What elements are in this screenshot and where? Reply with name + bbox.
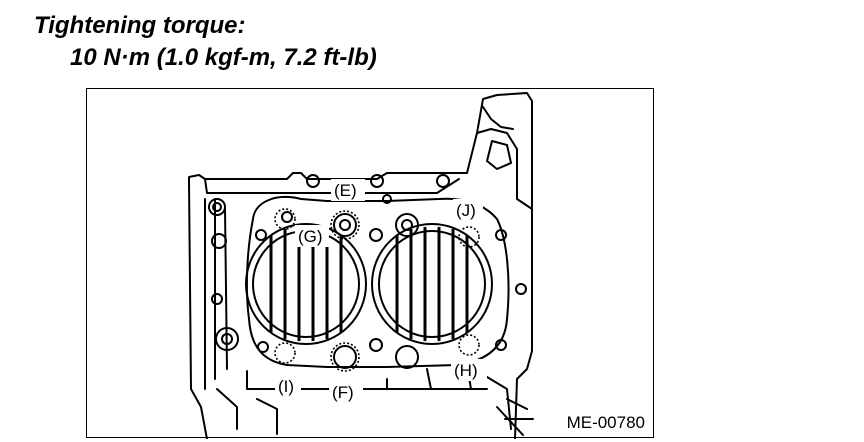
lower-left-detail: [216, 388, 278, 435]
bore-left-hatching: [269, 227, 343, 341]
oil-hole-4: [257, 341, 269, 353]
upper-housing: [476, 128, 533, 210]
bolt-h-marker: [458, 334, 480, 356]
bore-right-hatching: [395, 227, 469, 341]
cylinder-bore-left: [245, 223, 367, 345]
head-bolt-1: [333, 213, 357, 237]
torque-value: 10 N·m (1.0 kgf-m, 7.2 ft-lb): [70, 44, 377, 71]
left-bolt-upper-inner: [212, 202, 222, 212]
bolt-j-marker: [458, 226, 480, 248]
cylinder-block-drawing: (E) (G) (J) (H) (F) (I): [188, 92, 534, 439]
upper-housing-detail: [486, 140, 512, 170]
label-e-bg: [331, 179, 365, 201]
head-bolt-4: [395, 345, 419, 369]
block-left-edge: [188, 180, 208, 439]
head-gasket: [245, 196, 510, 368]
left-bolt-upper: [208, 198, 226, 216]
oil-hole-5: [255, 229, 267, 241]
label-j-bg: [453, 199, 483, 221]
bolt-g-marker: [274, 208, 296, 230]
label-i-bg: [275, 375, 301, 397]
left-bolt-lower: [215, 327, 239, 351]
label-g-bg: [295, 225, 329, 247]
label-i: (I): [278, 377, 294, 396]
label-h: (H): [454, 361, 478, 380]
engine-block-illustration: (E) (G) (J) (H) (F) (I) ME-00780: [86, 88, 654, 439]
label-j: (J): [456, 201, 476, 220]
head-bolt-2-inner: [401, 219, 413, 231]
top-boss-3: [436, 174, 450, 188]
bolt-e-marker: [330, 210, 360, 240]
upper-housing-rib: [482, 106, 514, 130]
water-hole-2: [211, 293, 223, 305]
left-wall-inner: [224, 208, 228, 370]
torque-title: Tightening torque:: [34, 12, 246, 39]
head-bolt-2: [395, 213, 419, 237]
block-top-rail: [204, 178, 460, 194]
block-outline: [188, 92, 533, 439]
label-f-bg: [329, 381, 363, 403]
label-h-bg: [451, 359, 487, 381]
cylinder-bore-right: [371, 223, 493, 345]
left-bolt-lower-inner: [221, 333, 233, 345]
head-bolt-3: [333, 345, 357, 369]
oil-hole-2: [369, 228, 383, 242]
oil-hole-1: [281, 211, 293, 223]
left-wall: [204, 198, 216, 390]
oil-hole-8: [382, 194, 392, 204]
top-boss-2: [370, 174, 384, 188]
oil-hole-7: [495, 339, 507, 351]
oil-hole-6: [495, 229, 507, 241]
bolt-i-marker: [274, 342, 296, 364]
lower-right-detail: [496, 398, 534, 436]
heading: Tightening torque: 10 N·m (1.0 kgf-m, 7.…: [34, 10, 377, 74]
oil-hole-3: [369, 338, 383, 352]
label-e: (E): [334, 181, 357, 200]
bolt-f-marker: [330, 342, 360, 372]
figure-code: ME-00780: [564, 413, 647, 433]
label-f: (F): [332, 383, 354, 402]
head-bolt-1-inner: [339, 219, 351, 231]
top-boss-1: [306, 174, 320, 188]
label-g: (G): [298, 227, 323, 246]
water-hole-1: [515, 283, 527, 295]
cylinder-bore-right-ring: [378, 230, 486, 338]
left-bolt-mid: [211, 233, 227, 249]
